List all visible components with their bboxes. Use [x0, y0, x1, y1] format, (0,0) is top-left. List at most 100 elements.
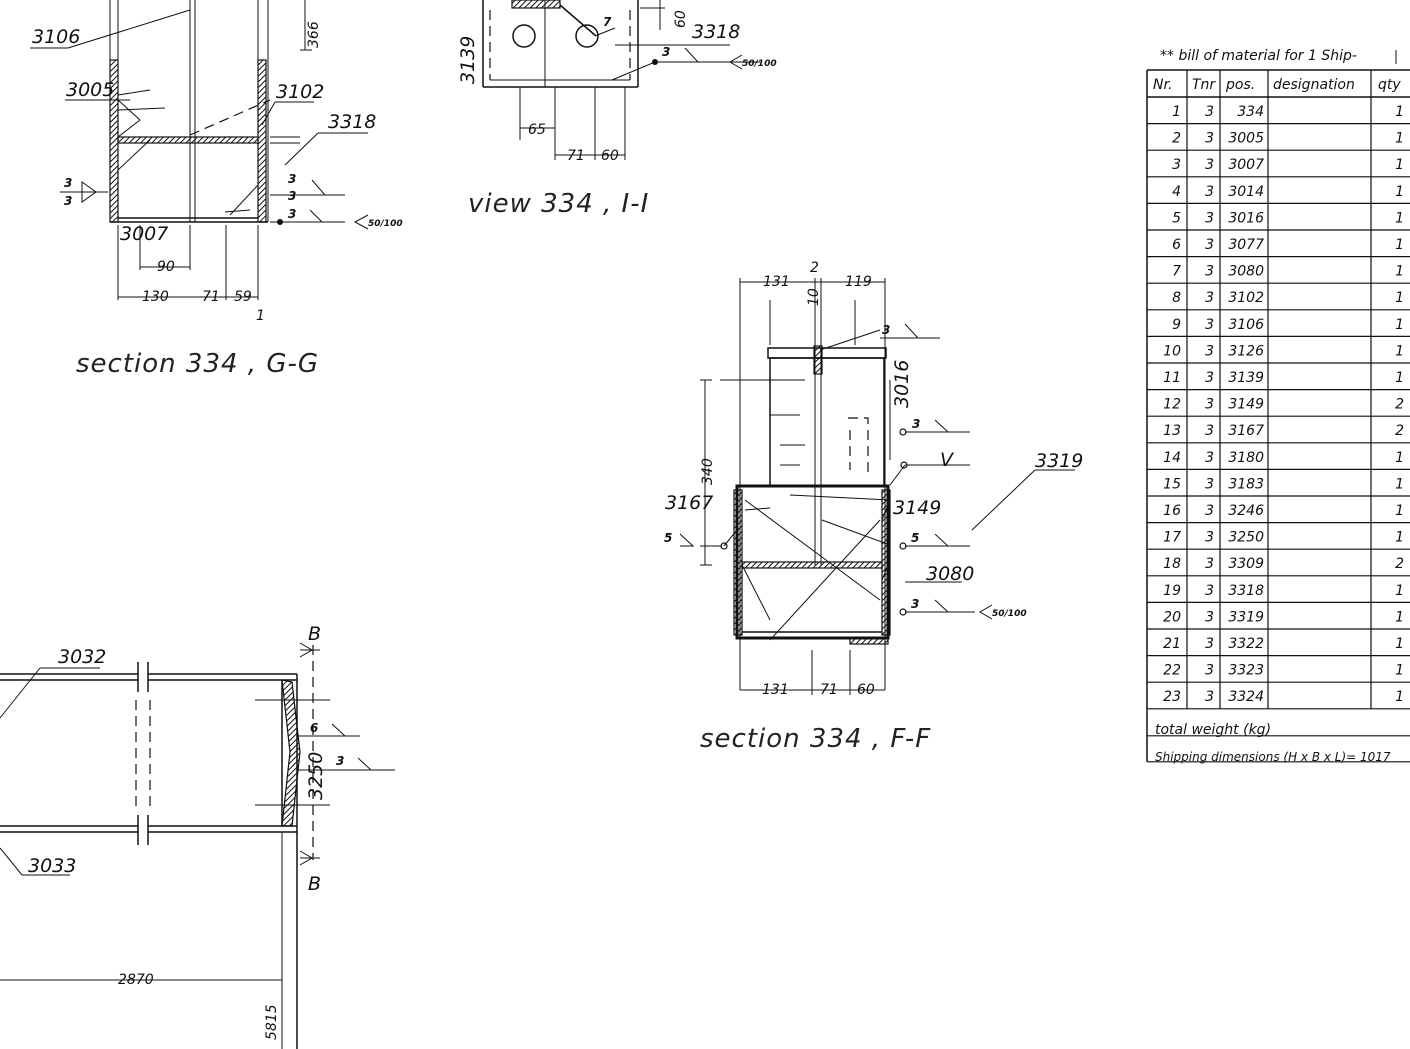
weld-size: 5	[664, 531, 672, 545]
bom-cell-tnr: 3	[1205, 476, 1214, 492]
weld-size: 5	[911, 531, 919, 545]
section-gg-text: 3106 3005 3102 3318 3007 366 90 130 71 5…	[32, 21, 403, 379]
section-bb-text: 3032 3033 3250 2870 5815 6 3 B B	[28, 623, 344, 1040]
bom-cell-nr: 13	[1163, 423, 1181, 439]
bom-header-0: Nr.	[1153, 77, 1172, 93]
bom-cell-nr: 7	[1172, 264, 1181, 280]
dim-131: 131	[763, 274, 790, 290]
bom-cell-pos: 3323	[1228, 663, 1264, 679]
bom-cell-pos: 3139	[1228, 370, 1264, 386]
label-3016: 3016	[891, 360, 913, 408]
label-3102: 3102	[276, 81, 324, 103]
bom-cell-tnr: 3	[1205, 583, 1214, 599]
bom-shipping-dimensions: Shipping dimensions (H x B x L)= 1017	[1155, 750, 1391, 764]
bom-cell-tnr: 3	[1205, 317, 1214, 333]
bom-cell-pos: 3005	[1228, 131, 1264, 147]
dim-65: 65	[528, 122, 546, 138]
bom-cell-tnr: 3	[1205, 397, 1214, 413]
bom-cell-pos: 3102	[1228, 290, 1264, 306]
bom-cell-qty: 1	[1395, 343, 1404, 359]
weld-size: 3	[336, 754, 344, 768]
bom-title: ** bill of material for 1 Ship-	[1160, 48, 1357, 64]
bom-cell-nr: 10	[1163, 343, 1181, 359]
weld-size: 3	[911, 597, 919, 611]
bom-cell-tnr: 3	[1205, 503, 1214, 519]
weld-size: 3	[662, 45, 670, 59]
label-3149: 3149	[893, 497, 941, 519]
bom-cell-qty: 2	[1395, 423, 1404, 439]
bom-header-4: qty	[1378, 77, 1401, 93]
label-3080: 3080	[926, 563, 974, 585]
bom-cell-tnr: 3	[1205, 290, 1214, 306]
weld-pitch: 50/100	[742, 59, 777, 69]
dim-5815: 5815	[264, 1004, 280, 1040]
dim-1: 1	[256, 308, 265, 324]
bom-cell-qty: 1	[1395, 609, 1404, 625]
bom-cell-nr: 3	[1172, 157, 1181, 173]
view-ii-drawing	[482, 0, 760, 160]
bom-cell-pos: 3077	[1228, 237, 1264, 253]
bom-cell-nr: 15	[1163, 476, 1181, 492]
bom-cell-qty: 1	[1395, 104, 1404, 120]
view-ii-title: view 334 , I-I	[468, 189, 649, 219]
bom-cell-tnr: 3	[1205, 636, 1214, 652]
label-3106: 3106	[32, 26, 80, 48]
section-ff-drawing	[679, 278, 1075, 695]
bom-cell-qty: 1	[1395, 530, 1404, 546]
bom-cell-tnr: 3	[1205, 423, 1214, 439]
bom-cell-pos: 3126	[1228, 343, 1264, 359]
bom-cell-tnr: 3	[1205, 450, 1214, 466]
bom-cell-pos: 334	[1237, 104, 1264, 120]
bom-cell-pos: 3322	[1228, 636, 1264, 652]
bom-header-2: pos.	[1225, 77, 1255, 93]
bom-header-3: designation	[1273, 77, 1355, 93]
bom-cell-nr: 5	[1172, 210, 1181, 226]
label-3318: 3318	[328, 111, 376, 133]
bom-cell-pos: 3167	[1228, 423, 1264, 439]
bom-cell-nr: 9	[1172, 317, 1181, 333]
bom-cell-qty: 1	[1395, 237, 1404, 253]
label-3007: 3007	[120, 223, 168, 245]
bom-cell-nr: 19	[1163, 583, 1181, 599]
bom-cell-qty: 1	[1395, 476, 1404, 492]
bom-cell-pos: 3324	[1228, 689, 1264, 705]
bom-cell-nr: 16	[1163, 503, 1181, 519]
bom-cell-pos: 3246	[1228, 503, 1264, 519]
dim-130: 130	[142, 289, 169, 305]
bom-cell-tnr: 3	[1205, 663, 1214, 679]
weld-size: 3	[288, 172, 296, 186]
dim-59: 59	[234, 289, 252, 305]
weld-size: 3	[288, 189, 296, 203]
weld-pitch: 50/100	[368, 219, 403, 229]
bom-cell-qty: 1	[1395, 503, 1404, 519]
bom-cell-tnr: 3	[1205, 184, 1214, 200]
bom-cell-pos: 3318	[1228, 583, 1264, 599]
label-3033: 3033	[28, 855, 76, 877]
bom-cell-qty: 1	[1395, 636, 1404, 652]
label-3167: 3167	[665, 492, 713, 514]
dim-119: 119	[845, 274, 872, 290]
bom-total-weight: total weight (kg)	[1155, 722, 1271, 738]
bom-cell-nr: 18	[1163, 556, 1181, 572]
bom-cell-tnr: 3	[1205, 689, 1214, 705]
bom-cell-pos: 3016	[1228, 210, 1264, 226]
bom-cell-nr: 20	[1163, 609, 1181, 625]
bom-cell-tnr: 3	[1205, 530, 1214, 546]
dim-71: 71	[820, 682, 838, 698]
dim-71: 71	[202, 289, 220, 305]
bom-cell-tnr: 3	[1205, 343, 1214, 359]
section-ff-title: section 334 , F-F	[700, 724, 931, 754]
bom-cell-nr: 11	[1163, 370, 1181, 386]
dim-340: 340	[700, 458, 716, 485]
weld-size: 7	[603, 15, 612, 29]
bom-cell-qty: 2	[1395, 397, 1404, 413]
label-3250: 3250	[305, 752, 327, 800]
label-3005: 3005	[66, 79, 114, 101]
section-gg-title: section 334 , G-G	[76, 349, 319, 379]
bom-cell-pos: 3180	[1228, 450, 1264, 466]
bom-cell-nr: 14	[1163, 450, 1181, 466]
view-ii-text: 3318 3139 60 65 71 60 7 3 50/100 view 33…	[457, 10, 777, 219]
bom-cell-nr: 12	[1163, 397, 1181, 413]
weld-size: 3	[64, 194, 72, 208]
